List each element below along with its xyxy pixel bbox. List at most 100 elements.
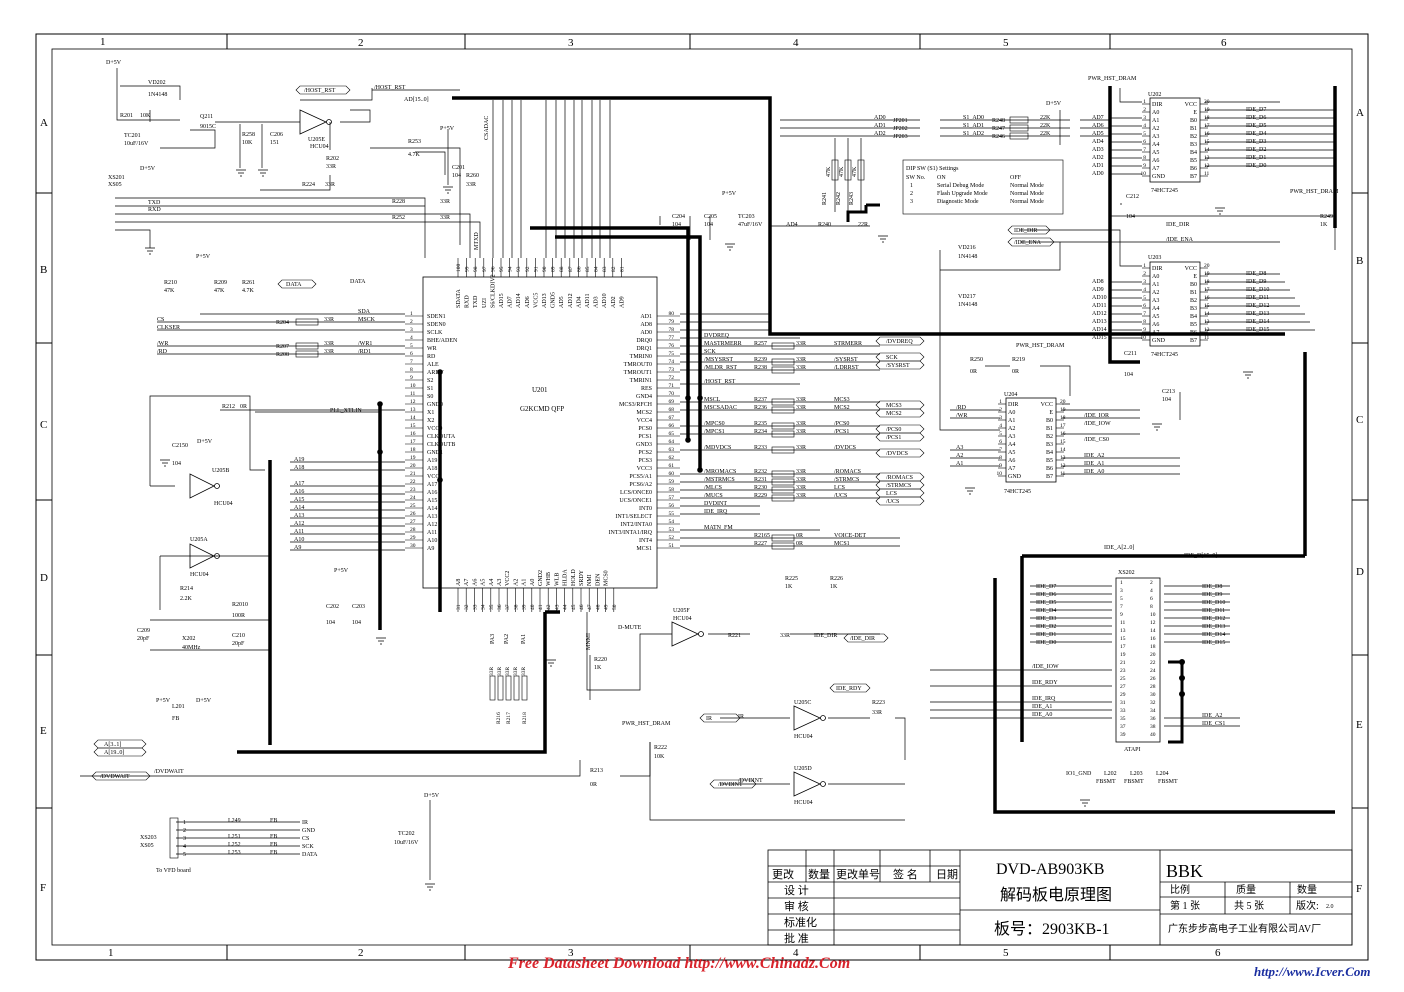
u201-top-pins: 100SDATA99RXD98TXD97UZI96S6/CLKDIV295AD1… xyxy=(456,258,625,308)
u203-net-labels: AD8AD9AD10AD11AD12AD13AD14AD15IDE_D8IDE_… xyxy=(1092,271,1269,341)
pin-name: S1 xyxy=(427,386,433,392)
tb-version: 2.0 xyxy=(1326,904,1334,910)
cap-ref: C201 xyxy=(452,165,465,171)
res-ref: R214 xyxy=(180,586,193,592)
pin-number: 1 xyxy=(1143,99,1146,105)
row-label: F xyxy=(1356,883,1362,895)
pin-number: 27 xyxy=(1120,684,1126,690)
pin-number: 4 xyxy=(410,335,413,341)
net-label: MASTRMERR xyxy=(704,341,742,347)
pin-name: SRDY xyxy=(579,569,585,586)
net-label: IDE_D10 xyxy=(1246,287,1269,293)
net-label: IDE_A0 xyxy=(1084,469,1104,475)
pin-name: INT0 xyxy=(639,506,652,512)
pin-number: 31 xyxy=(1120,700,1126,706)
pin-number: 41 xyxy=(538,604,544,610)
pin-name: MCS1 xyxy=(636,546,652,552)
res-value: 33R xyxy=(796,477,806,483)
pin-name: RXD xyxy=(465,295,471,308)
net-label: VOICE-DET xyxy=(834,533,866,539)
pin-name: A6 xyxy=(1152,158,1159,164)
cap-ref: C205 xyxy=(704,214,717,220)
tb-header: 签 名 xyxy=(893,867,918,881)
pin-number: 11 xyxy=(1204,171,1210,177)
pin-number: 4 xyxy=(1150,588,1153,594)
flag-text: DATA xyxy=(286,282,302,288)
chip-part: 74HCT245 xyxy=(1004,489,1031,495)
col-label: 1 xyxy=(100,36,106,48)
res-ref: R210 xyxy=(164,280,177,286)
pin-name: A5 xyxy=(1008,450,1015,456)
conn-part: XS05 xyxy=(108,182,122,188)
pin-name: A2 xyxy=(1152,126,1159,132)
pin-name: A10 xyxy=(427,538,437,544)
net-label: AD0 xyxy=(1092,171,1104,177)
pin-name: A8 xyxy=(456,579,462,586)
pin-number: 3 xyxy=(410,327,413,333)
pin-number: 16 xyxy=(410,431,416,437)
pin-name: A7 xyxy=(464,579,470,586)
net-label: /MPCS1 xyxy=(704,429,725,435)
pin-name: TXD xyxy=(473,295,479,308)
res-value: 22K xyxy=(1040,131,1051,137)
pin-name: B5 xyxy=(1190,322,1197,328)
title-block: 更改 数量 更改单号 签 名 日期 设 计 审 核 标准化 批 准 DVD-AB… xyxy=(767,849,1353,946)
net-label: /PCS0 xyxy=(834,421,849,427)
inductor-ref: L253 xyxy=(228,850,241,856)
footer-right-link[interactable]: http://www.Icver.Com xyxy=(1254,964,1371,979)
pin-number: 74 xyxy=(669,359,675,365)
net-label: IDE_D6 xyxy=(1036,592,1056,598)
pin-name: VCC2 xyxy=(505,571,511,586)
diode-value: 1N4148 xyxy=(958,302,977,308)
col-label: 6 xyxy=(1221,37,1227,49)
pin-number: 6 xyxy=(999,439,1002,445)
pin-name: A19 xyxy=(427,458,437,464)
dip-header: ON xyxy=(937,175,946,181)
net-label: MSCL xyxy=(704,397,721,403)
pin-name: E xyxy=(1193,110,1197,116)
net-label: /MDVDCS xyxy=(704,445,731,451)
pin-number: 55 xyxy=(669,511,675,517)
footer-left-link[interactable]: Free Datasheet Download http://www.China… xyxy=(508,955,851,972)
pin-number: 7 xyxy=(1143,147,1146,153)
resistor xyxy=(771,422,795,430)
flag-text: /DVDINT xyxy=(718,782,743,788)
pin-number: 18 xyxy=(410,447,416,453)
drawing-frame xyxy=(35,33,1369,961)
net-label: IDE_D13 xyxy=(1246,311,1269,317)
res-ref: R235 xyxy=(754,421,767,427)
pin-number: 67 xyxy=(669,415,675,421)
pin-number: 83 xyxy=(602,266,608,272)
pin-number: 7 xyxy=(999,447,1002,453)
net-label: /PCS1 xyxy=(834,429,849,435)
pin-name: AD4 xyxy=(576,296,582,308)
res-ref: R239 xyxy=(754,357,767,363)
inverter-u205a: U205A HCU04 xyxy=(189,537,220,578)
jumper-ref: JP203 xyxy=(893,134,908,140)
res-ref: R204 xyxy=(276,320,289,326)
pin-number: 21 xyxy=(1120,660,1126,666)
pin-number: 19 xyxy=(1120,652,1126,658)
net-flag xyxy=(875,488,925,498)
net-label: MSCK xyxy=(358,317,376,323)
pin-number: 30 xyxy=(1150,692,1156,698)
pin-name: RES xyxy=(641,386,652,392)
pin-number: 63 xyxy=(669,447,675,453)
tb-row-label: 设 计 xyxy=(784,884,809,897)
pin-name: X2 xyxy=(427,418,434,424)
cap-value: 104 xyxy=(1124,372,1133,378)
tb-row-label: 批 准 xyxy=(784,931,809,945)
pin-name: B2 xyxy=(1046,434,1053,440)
pin-name: SCLK xyxy=(427,330,443,336)
flag-dvdwait: /DVDWAIT xyxy=(91,771,151,781)
board-number: 板号：2903KB-1 xyxy=(994,920,1110,938)
res-ref: R232 xyxy=(754,469,767,475)
buffer-ref: U205D xyxy=(794,766,812,772)
cap-value: 20pF xyxy=(137,636,150,642)
bus-label: AD[15..0] xyxy=(404,97,429,103)
cap-value: 104 xyxy=(704,222,713,228)
net-label: /IDE_IOR xyxy=(1084,413,1109,419)
